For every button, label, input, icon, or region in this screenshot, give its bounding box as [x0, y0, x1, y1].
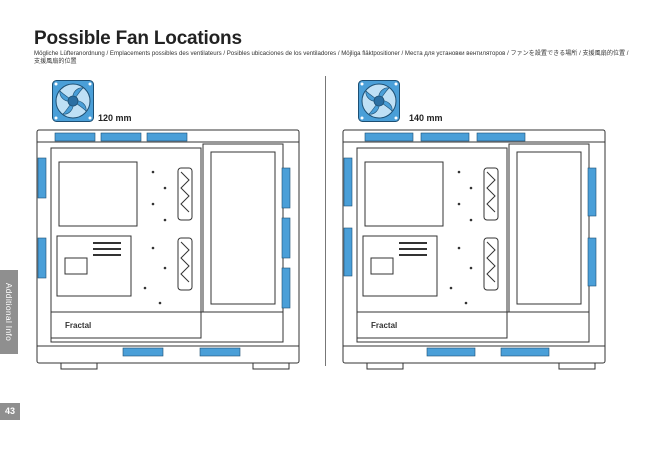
- fan-icon: [52, 80, 94, 122]
- page-subtitle: Mögliche Lüfteranordnung / Emplacements …: [34, 50, 629, 66]
- side-tab-label: Additional Info: [4, 282, 14, 342]
- brand-logo-right: Fractal: [371, 321, 397, 330]
- page-number: 43: [0, 403, 20, 420]
- fan-icon: [358, 80, 400, 122]
- panel-divider: [325, 76, 326, 366]
- case-diagram-120mm: Fractal: [36, 129, 300, 370]
- brand-logo-left: Fractal: [65, 321, 91, 330]
- case-diagram-140mm: Fractal: [342, 129, 606, 370]
- fan-size-label-right: 140 mm: [409, 113, 443, 123]
- fan-size-label-left: 120 mm: [98, 113, 132, 123]
- side-tab: Additional Info: [0, 270, 18, 354]
- page-title: Possible Fan Locations: [34, 28, 242, 49]
